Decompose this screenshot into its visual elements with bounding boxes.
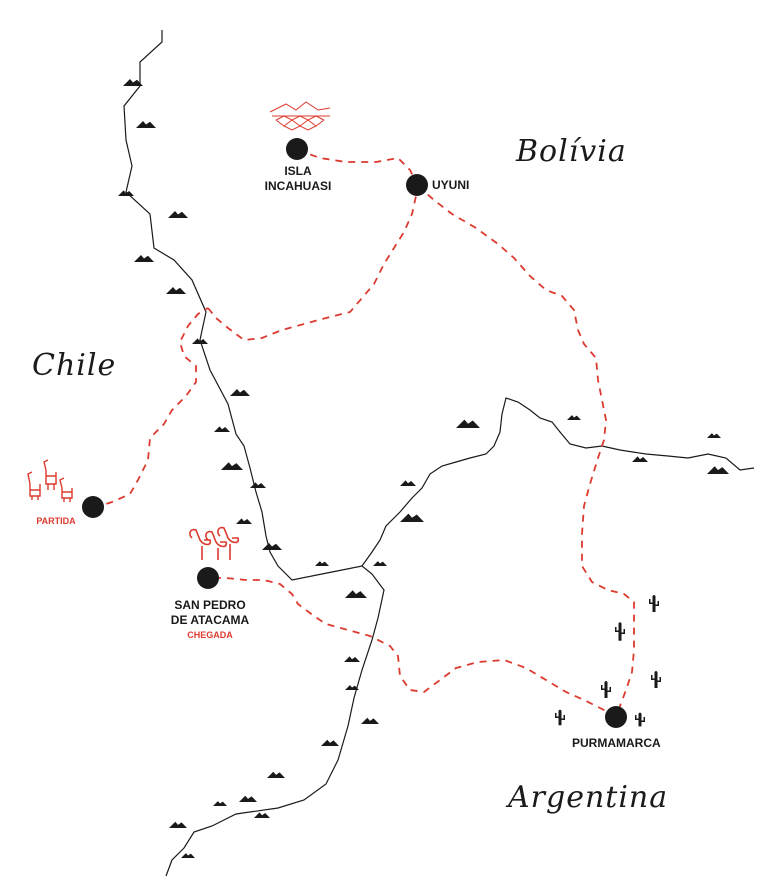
- mountain-icon: [345, 590, 367, 598]
- label-purmamarca: PURMAMARCA: [572, 736, 661, 750]
- route-uyuni-to-purmamarca: [417, 185, 635, 717]
- node-start: [82, 496, 104, 518]
- mountain-icon: [221, 462, 243, 470]
- label-isla-line2: INCAHUASI: [264, 179, 332, 193]
- travel-route: [93, 149, 635, 717]
- label-san-pedro-line2: DE ATACAMA: [170, 613, 250, 627]
- label-arrival: CHEGADA: [187, 630, 233, 640]
- border-argentina-bolivia: [361, 397, 755, 567]
- mountain-icon: [169, 821, 187, 828]
- llama-icon: [27, 459, 73, 502]
- mountain-icon: [230, 389, 250, 396]
- mountain-icon: [707, 466, 729, 474]
- node-san-pedro: [197, 567, 219, 589]
- node-uyuni: [406, 174, 428, 196]
- mountain-icon: [192, 338, 208, 344]
- mountain-icon: [168, 211, 188, 218]
- mountain-icon: [400, 480, 416, 486]
- flamingo-icon: [189, 526, 240, 560]
- country-bolivia: Bolívia: [516, 134, 627, 169]
- route-purmamarca-to-san-pedro: [210, 577, 617, 717]
- mountain-icon: [315, 561, 329, 566]
- mountain-icon: [254, 812, 270, 818]
- mountains: [118, 79, 729, 858]
- mountain-icon: [456, 419, 480, 428]
- mountain-icon: [262, 543, 282, 550]
- node-purmamarca: [605, 706, 627, 728]
- mountain-icon: [213, 801, 227, 806]
- mountain-icon: [166, 287, 186, 294]
- country-chile: Chile: [32, 348, 117, 383]
- label-start: PARTIDA: [36, 516, 76, 526]
- mountain-icon: [123, 79, 143, 86]
- cactus-icon: [555, 709, 565, 726]
- mountain-icon: [632, 456, 648, 462]
- border-chile-bolivia-argentina: [123, 30, 385, 877]
- mountain-icon: [118, 190, 134, 196]
- mountain-icon: [321, 739, 339, 746]
- label-san-pedro: SAN PEDRO DE ATACAMA CHEGADA: [160, 598, 260, 643]
- mountain-icon: [134, 255, 154, 262]
- route-start-to-chile: [93, 307, 209, 509]
- cactus-icon: [635, 712, 645, 727]
- cactus-icon: [601, 681, 611, 698]
- mountain-icon: [400, 513, 424, 522]
- label-isla-line1: ISLA: [284, 164, 312, 178]
- mountain-icon: [344, 656, 360, 662]
- mountain-icon: [181, 853, 195, 858]
- mountain-icon: [373, 561, 387, 566]
- mountain-icon: [267, 771, 285, 778]
- route-uyuni-to-incahuasi: [297, 149, 419, 187]
- label-uyuni: UYUNI: [432, 178, 470, 192]
- cactus-icon: [555, 595, 661, 727]
- mountain-icon: [239, 795, 257, 802]
- country-argentina: Argentina: [508, 780, 669, 815]
- mountain-icon: [345, 685, 359, 690]
- mountain-icon: [214, 426, 230, 432]
- mountain-icon: [707, 433, 721, 438]
- mountain-icon: [567, 415, 581, 420]
- cactus-icon: [615, 622, 625, 641]
- salt-flat-icon: [269, 101, 331, 131]
- mountain-icon: [236, 518, 252, 524]
- label-isla-incahuasi: ISLA INCAHUASI: [256, 164, 340, 194]
- route-chile-to-uyuni: [207, 185, 419, 341]
- cactus-icon: [649, 595, 659, 612]
- mountain-icon: [136, 121, 156, 128]
- node-isla-incahuasi: [286, 138, 308, 160]
- mountain-icon: [361, 717, 379, 724]
- label-san-pedro-line1: SAN PEDRO: [174, 598, 246, 612]
- cactus-icon: [651, 671, 661, 688]
- mountain-icon: [250, 482, 266, 488]
